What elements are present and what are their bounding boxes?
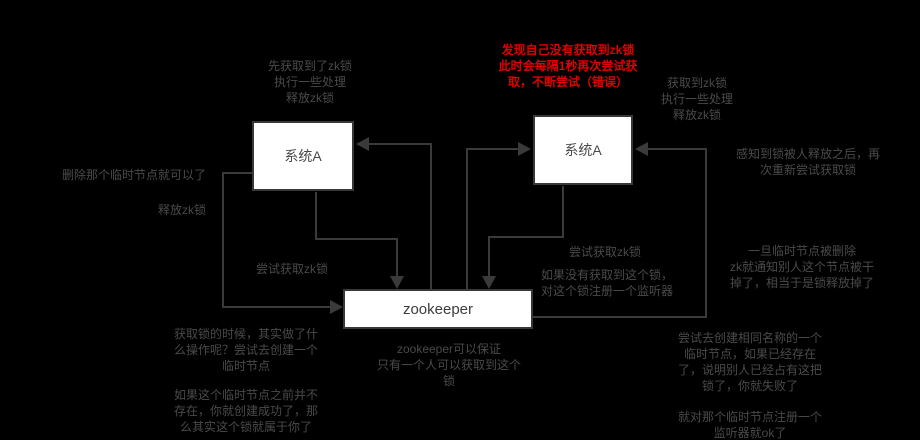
line-a1-release-into-zk — [222, 306, 332, 308]
line-zk-notify-a2-across — [466, 148, 520, 150]
line-zk-right-out — [533, 316, 707, 318]
node-system-a-right: 系统A — [533, 115, 633, 185]
arrowhead-into-zk-top-right-icon — [482, 276, 496, 289]
node-system-a-right-label: 系统A — [564, 142, 602, 158]
note-node-deleted-notify: 一旦临时节点被删除 zk就通知别人这个节点被干 掉了，相当于是锁释放掉了 — [729, 244, 874, 290]
note-create-ephemeral-node: 获取锁的时候，其实做了什 么操作呢？尝试去创建一个 临时节点 — [173, 327, 318, 373]
note-delete-node: 删除那个临时节点就可以了 — [61, 168, 206, 182]
note-create-same-name-fail: 尝试去创建相同名称的一个 临时节点，如果已经存在 了，说明别人已经占有这把 锁了… — [677, 331, 822, 393]
line-a2-acquire-across — [488, 236, 564, 238]
line-a1-acquire-down — [315, 192, 317, 240]
line-a2-acquire-into-zk — [488, 236, 490, 278]
arrowhead-into-zk-top-left-icon — [390, 276, 404, 289]
line-a1-release-out — [222, 172, 254, 174]
note-release-lock: 释放zk锁 — [157, 203, 206, 217]
line-a2-acquire-down — [562, 186, 564, 238]
line-zk-notify-a1-up — [430, 143, 432, 289]
note-try-acquire-right: 尝试获取zk锁 — [569, 245, 642, 259]
line-zk-notify-a2-up — [466, 148, 468, 289]
arrowhead-into-a2-left-icon — [518, 142, 531, 156]
note-listen-on-node: 就对那个临时节点注册一个 监听器就ok了 — [677, 410, 822, 440]
note-acquired-first: 先获取到了zk锁 执行一些处理 释放zk锁 — [267, 59, 352, 105]
node-zookeeper: zookeeper — [343, 289, 533, 329]
line-zk-notify-a1-across — [368, 143, 432, 145]
arrowhead-into-zk-left-icon — [330, 300, 343, 314]
line-zk-right-into-a2 — [648, 148, 707, 150]
node-zookeeper-label: zookeeper — [402, 300, 474, 318]
note-notified-retry: 感知到锁被人释放之后，再 次重新尝试获取锁 — [735, 147, 880, 177]
line-a1-acquire-into-zk — [396, 238, 398, 278]
node-system-a-left-label: 系统A — [284, 148, 322, 164]
note-acquired-then-release: 获取到zk锁 执行一些处理 释放zk锁 — [660, 76, 733, 122]
line-a1-acquire-across — [315, 238, 398, 240]
note-create-success-own-lock: 如果这个临时节点之前并不 存在，你就创建成功了，那 么其实这个锁就属于你了 — [173, 388, 318, 434]
line-zk-right-up — [705, 148, 707, 318]
line-a1-release-down — [222, 172, 224, 308]
note-register-listener: 如果没有获取到这个锁， 对这个锁注册一个监听器 — [541, 268, 674, 298]
note-try-acquire-left: 尝试获取zk锁 — [256, 262, 329, 276]
node-system-a-left: 系统A — [252, 121, 354, 191]
arrowhead-into-a1-right-icon — [356, 137, 369, 151]
note-retry-wrong: 发现自己没有获取到zk锁 此时会每隔1秒再次尝试获 取，不断尝试（错误） — [498, 43, 638, 89]
arrowhead-into-a2-right-icon — [635, 142, 648, 156]
note-zk-guarantee: zookeeper可以保证 只有一个人可以获取到这个 锁 — [376, 342, 521, 388]
